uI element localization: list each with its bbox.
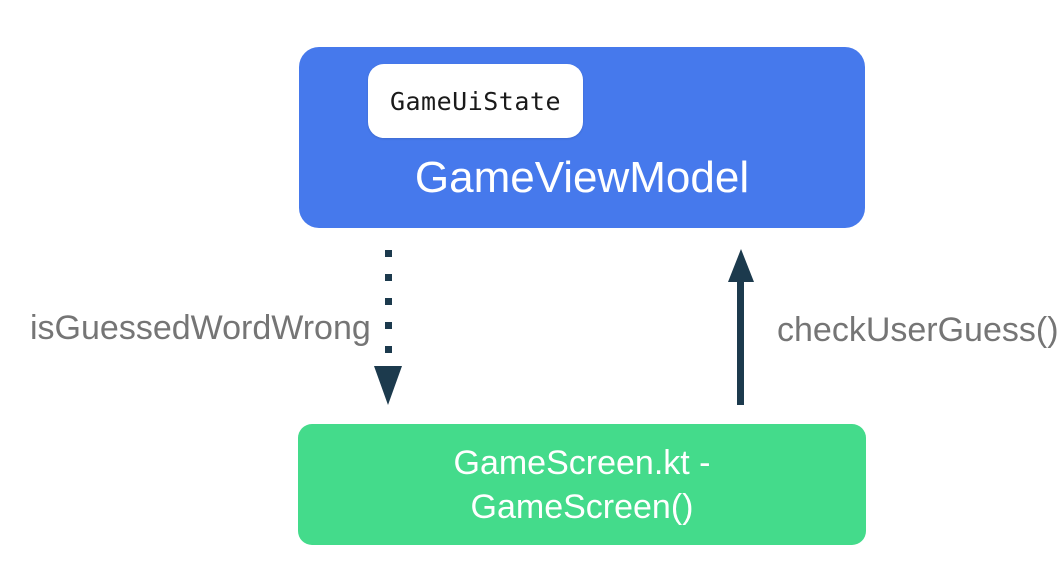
- gamescreen-title-line2: GameScreen(): [470, 487, 694, 526]
- event-arrow-line: [737, 276, 744, 405]
- state-flow-dotted-line: [385, 250, 392, 355]
- gamescreen-title-line1: GameScreen.kt -: [453, 443, 711, 482]
- gameuistate-chip-label: GameUiState: [389, 86, 562, 116]
- arrowhead-up-icon: [728, 249, 754, 282]
- arrowhead-down-icon: [374, 366, 402, 405]
- gameviewmodel-title: GameViewModel: [414, 153, 750, 202]
- gamescreen-box: GameScreen.kt - GameScreen(): [298, 424, 866, 545]
- isguessedwordwrong-label: isGuessedWordWrong: [30, 309, 371, 347]
- gameviewmodel-box: GameUiState GameViewModel: [299, 47, 865, 228]
- checkuserguess-label: checkUserGuess(): [777, 311, 1058, 349]
- gameuistate-chip: GameUiState: [368, 64, 583, 138]
